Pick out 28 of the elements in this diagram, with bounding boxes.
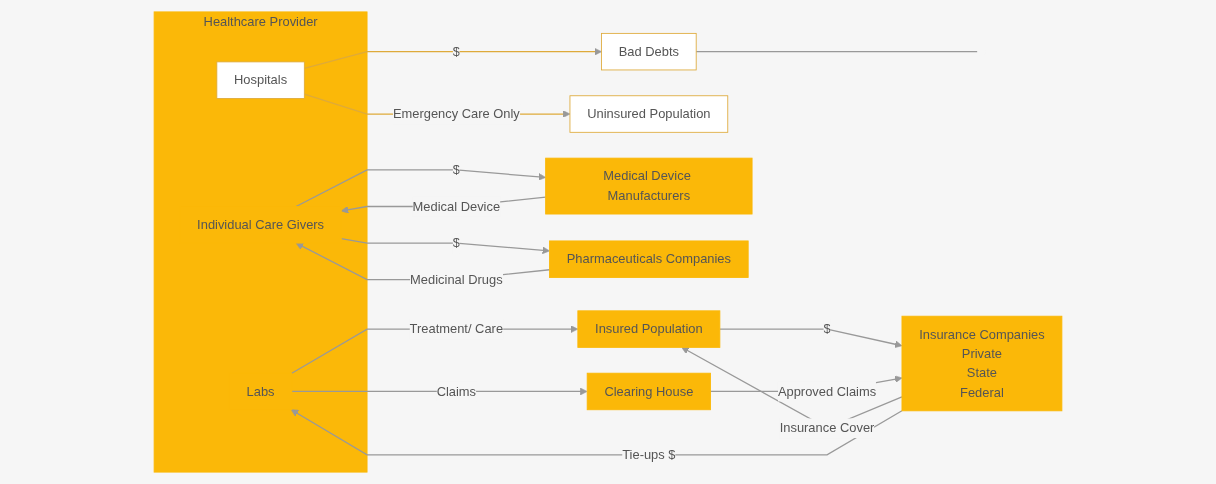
node-box: Uninsured Population bbox=[569, 95, 729, 133]
arrow bbox=[295, 169, 546, 208]
edge-label: Emergency Care Only bbox=[392, 106, 520, 121]
edge-label: Insurance Cover bbox=[779, 420, 875, 435]
edge-label: Medicinal Drugs bbox=[410, 271, 503, 287]
edge-label: $ bbox=[452, 162, 460, 177]
node-box: Clearing House bbox=[586, 372, 711, 411]
node-text: Labs bbox=[246, 383, 275, 399]
edge-label: Approved Claims bbox=[777, 383, 877, 399]
edge-label: Tie-ups $ bbox=[622, 446, 676, 462]
arrow bbox=[340, 238, 550, 255]
node-box: Bad Debts bbox=[601, 32, 697, 71]
node-box: Medical Device Manufacturers bbox=[545, 157, 753, 215]
connector bbox=[695, 51, 979, 53]
edge-label: $ bbox=[823, 321, 831, 336]
edge-label: $ bbox=[452, 235, 460, 250]
edge-label: Claims bbox=[436, 383, 477, 399]
node-text: Individual Care Givers bbox=[197, 216, 325, 232]
edge-label: Medical Device bbox=[412, 198, 501, 214]
arrow bbox=[290, 409, 903, 456]
node-box: Pharmaceuticals Companies bbox=[549, 240, 749, 278]
arrow bbox=[303, 47, 602, 70]
edge-label: Treatment/ Care bbox=[409, 321, 504, 336]
edge-label: $ bbox=[452, 43, 460, 59]
node-box: Hospitals bbox=[216, 61, 305, 99]
node-box: Insured Population bbox=[577, 310, 721, 348]
node-box: Insurance Companies Private State Federal bbox=[901, 315, 1063, 412]
arrow bbox=[719, 328, 903, 348]
